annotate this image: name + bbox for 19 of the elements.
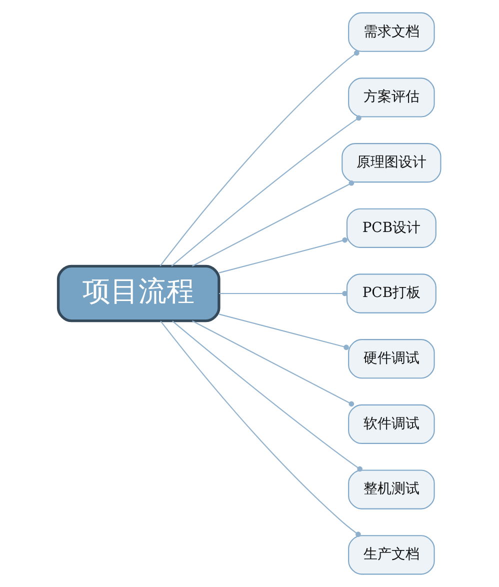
connector xyxy=(171,115,362,267)
node-box: 生产文档 xyxy=(348,535,435,575)
node-box: PCB打板 xyxy=(346,274,436,314)
node-box: 方案评估 xyxy=(348,78,435,118)
node-box: PCB设计 xyxy=(346,208,436,248)
node-box: 硬件调试 xyxy=(348,339,435,379)
connector xyxy=(160,320,361,537)
node-box: 项目流程 xyxy=(56,264,220,322)
node-box: 需求文档 xyxy=(348,12,435,52)
node-box: 原理图设计 xyxy=(342,143,442,183)
connector xyxy=(172,320,362,472)
node-box: 整机测试 xyxy=(348,470,435,510)
connector xyxy=(218,237,348,274)
connector xyxy=(192,320,354,407)
connector xyxy=(160,50,360,266)
connector xyxy=(218,314,349,350)
connector xyxy=(192,180,354,267)
node-box: 软件调试 xyxy=(348,404,435,444)
connector xyxy=(219,290,348,296)
